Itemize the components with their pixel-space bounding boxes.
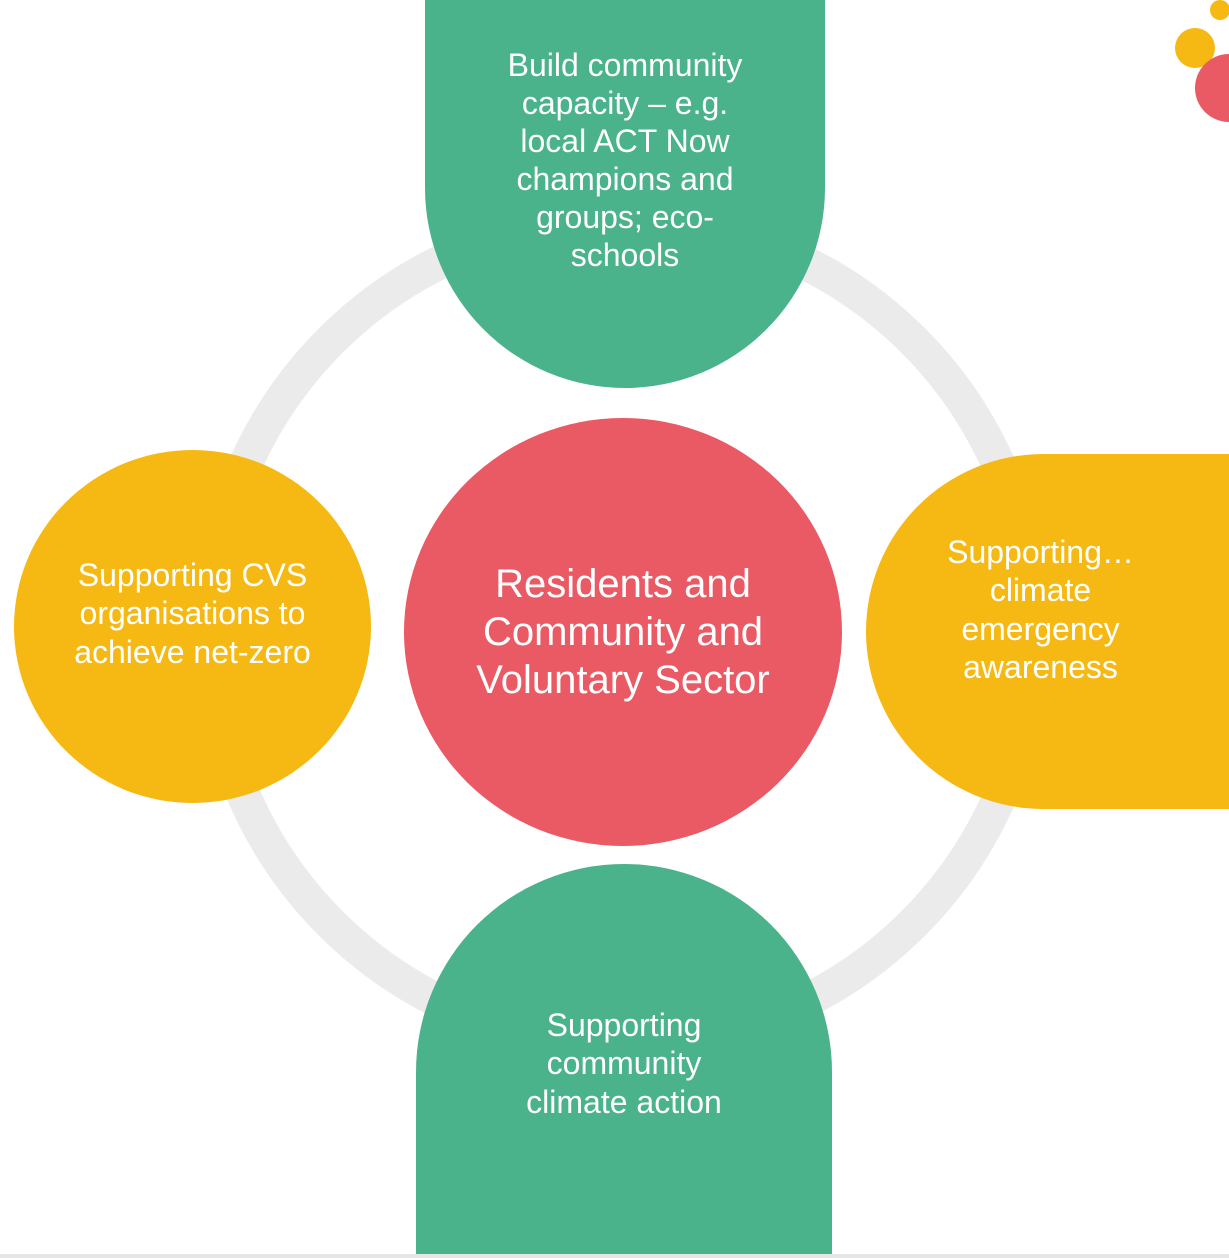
logo-icon — [1175, 0, 1229, 122]
node-supporting-cvs: Supporting CVS organisations to achieve … — [14, 450, 371, 803]
node-residents-cvs: Residents and Community and Voluntary Se… — [404, 418, 842, 846]
node-build-community-capacity: Build community capacity – e.g. local AC… — [425, 0, 825, 388]
node-left-label: Supporting CVS organisations to achieve … — [74, 556, 311, 670]
node-right-label: Supporting… climate emergency awareness — [947, 533, 1134, 685]
center-label: Residents and Community and Voluntary Se… — [476, 562, 770, 702]
slide-bottom-border — [0, 1254, 1229, 1258]
node-bottom-label: Supporting community climate action — [526, 1007, 722, 1120]
node-supporting-awareness: Supporting… climate emergency awareness — [866, 454, 1229, 809]
node-supporting-climate-action: Supporting community climate action — [416, 864, 832, 1258]
node-top-label: Build community capacity – e.g. local AC… — [507, 47, 743, 274]
